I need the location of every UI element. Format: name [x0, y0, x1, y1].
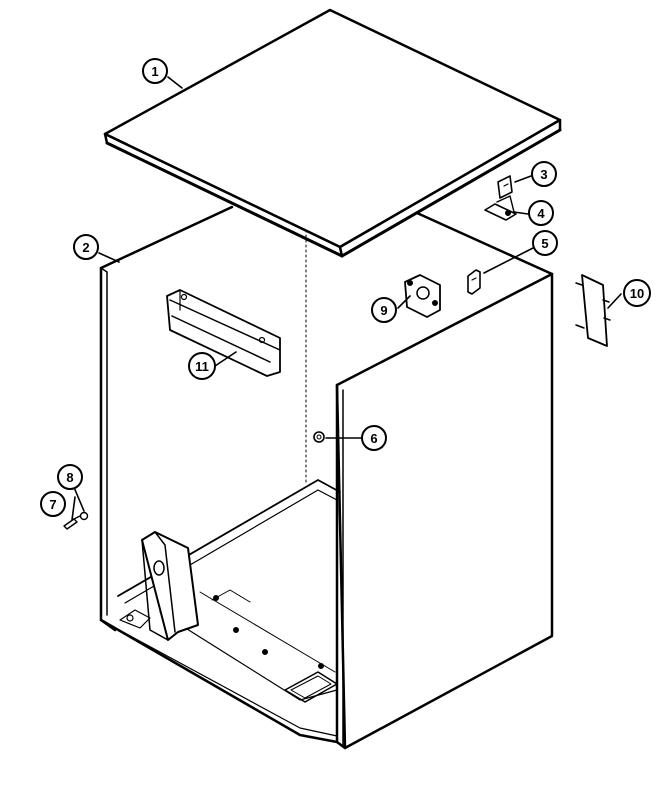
bracket-part [404, 274, 441, 318]
callout-9-label: 9 [380, 303, 387, 318]
callout-11: 11 [188, 352, 216, 380]
callout-3-label: 3 [540, 167, 547, 182]
callout-7: 7 [40, 491, 66, 517]
callout-8: 8 [57, 464, 83, 490]
callout-11-label: 11 [195, 359, 209, 374]
callout-5: 5 [532, 230, 558, 256]
callout-4: 4 [528, 200, 554, 226]
strike-part [484, 195, 517, 221]
callout-6-label: 6 [370, 431, 377, 446]
plug-part [313, 431, 325, 443]
tab-part [575, 274, 611, 347]
nut-part [79, 511, 89, 521]
leader-lines [71, 76, 622, 521]
callout-10-label: 10 [630, 286, 644, 301]
callout-3: 3 [531, 161, 557, 187]
screw-part [63, 515, 81, 530]
rail-part [166, 289, 281, 377]
callout-5-label: 5 [541, 236, 548, 251]
callout-1-label: 1 [151, 64, 158, 79]
callout-4-label: 4 [537, 206, 545, 221]
clip-part [467, 269, 481, 295]
callout-10: 10 [623, 279, 651, 307]
callout-1: 1 [142, 58, 168, 84]
cabinet [99, 205, 554, 750]
callout-2: 2 [73, 234, 99, 260]
top-panel [103, 8, 562, 258]
callout-7-label: 7 [49, 497, 56, 512]
callout-6: 6 [361, 425, 387, 451]
latch-part [497, 175, 513, 199]
callout-2-label: 2 [82, 240, 89, 255]
callout-9: 9 [371, 297, 397, 323]
callout-8-label: 8 [66, 470, 73, 485]
